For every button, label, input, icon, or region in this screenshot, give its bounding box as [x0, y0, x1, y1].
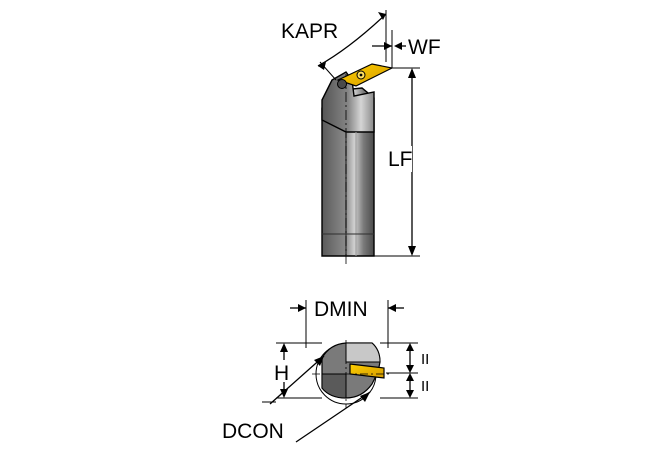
- dcon-dimension: DCON: [222, 355, 371, 443]
- end-view: DMIN H: [222, 298, 429, 443]
- h-label: H: [274, 362, 289, 385]
- side-view: KAPR WF LF: [281, 10, 441, 264]
- parallel-label-bottom: II: [421, 378, 429, 395]
- kapr-dimension: KAPR: [281, 10, 387, 81]
- insert-end-view: [349, 363, 385, 379]
- tool-head: [321, 71, 375, 133]
- kapr-label: KAPR: [281, 20, 338, 43]
- dmin-label: DMIN: [314, 298, 368, 321]
- dcon-label: DCON: [222, 420, 284, 443]
- parallel-label-top: II: [421, 351, 429, 368]
- wf-label: WF: [408, 36, 441, 59]
- lf-label: LF: [388, 148, 413, 171]
- wf-dimension: WF: [372, 30, 441, 68]
- lf-dimension: LF: [374, 67, 420, 257]
- dmin-dimension: DMIN: [290, 298, 404, 348]
- parallel-dimensions: II II: [380, 342, 429, 399]
- h-dimension: H: [272, 342, 322, 399]
